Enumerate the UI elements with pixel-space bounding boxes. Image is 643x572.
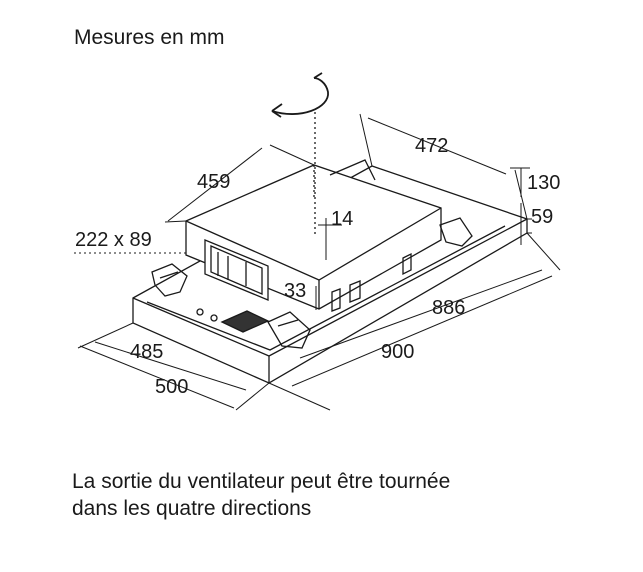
caption: La sortie du ventilateur peut être tourn… — [72, 468, 450, 522]
label-130: 130 — [527, 172, 560, 194]
diagram-title: Mesures en mm — [74, 26, 225, 49]
label-59: 59 — [531, 206, 553, 228]
box-slot-3 — [331, 288, 341, 312]
label-33: 33 — [284, 280, 306, 302]
mounting-bracket-left — [151, 263, 188, 297]
rivet-1 — [196, 308, 204, 316]
fan-outlet — [204, 239, 269, 301]
label-900: 900 — [381, 341, 414, 363]
rotation-arrow — [271, 72, 329, 118]
label-14: 14 — [331, 208, 353, 230]
dim-485-line — [94, 341, 247, 391]
dim-472-line — [367, 117, 507, 175]
rivet-2 — [210, 314, 218, 322]
caption-line-2: dans les quatre directions — [72, 497, 312, 520]
dim-900-line — [291, 275, 553, 387]
label-472: 472 — [415, 135, 448, 157]
dim-459-line — [167, 147, 263, 222]
box-slot-1 — [349, 280, 361, 303]
mounting-bracket-front — [267, 311, 311, 349]
box-slot-2 — [402, 252, 412, 276]
label-500: 500 — [155, 376, 188, 398]
label-886: 886 — [432, 297, 465, 319]
filter-pad — [220, 310, 270, 333]
caption-line-1: La sortie du ventilateur peut être tourn… — [72, 470, 451, 493]
mounting-bracket-right — [439, 217, 473, 247]
dim-886-line — [299, 269, 543, 359]
label-485: 485 — [130, 341, 163, 363]
dim-500-line — [79, 345, 235, 409]
label-459: 459 — [197, 171, 230, 193]
label-222x89: 222 x 89 — [75, 229, 152, 251]
